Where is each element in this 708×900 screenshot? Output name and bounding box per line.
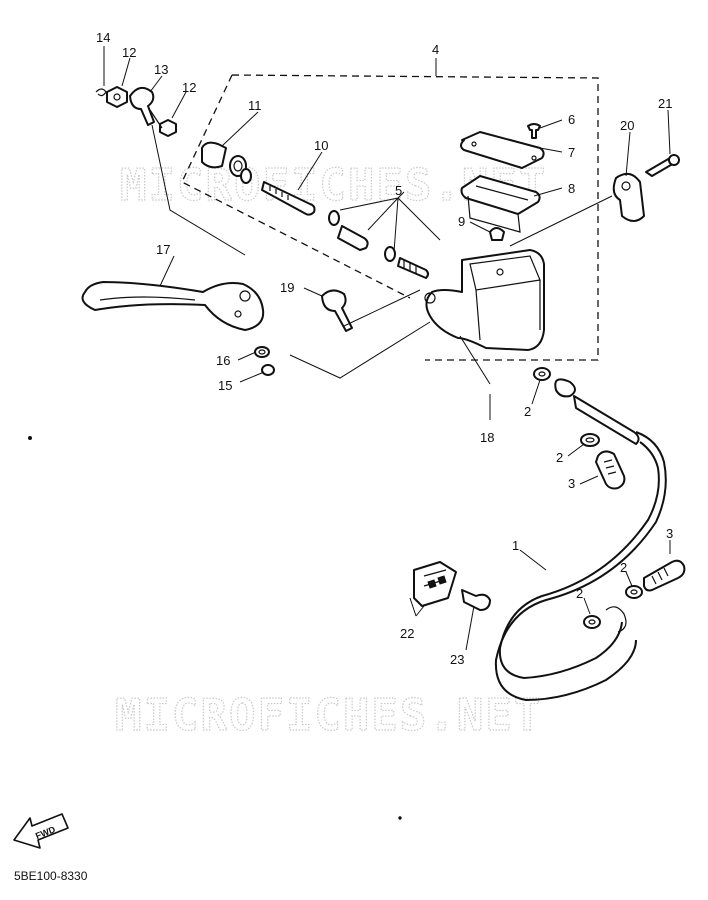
callout-6: 6 — [568, 112, 575, 127]
callout-2-middle: 2 — [556, 450, 563, 465]
callout-9: 9 — [458, 214, 465, 229]
callout-12-left: 12 — [122, 45, 136, 60]
callout-15: 15 — [218, 378, 232, 393]
diaphragm-part — [460, 175, 541, 233]
pivot-bolt-part — [129, 86, 163, 129]
nut-part-right — [159, 119, 177, 137]
screw-part-23 — [461, 589, 491, 611]
washer-part-16 — [254, 346, 270, 358]
clip-part — [95, 88, 107, 97]
callout-13: 13 — [154, 62, 168, 77]
callout-14: 14 — [96, 30, 110, 45]
fwd-arrow-icon: FWD — [13, 813, 69, 849]
washer-part-2d — [625, 585, 643, 599]
callout-16: 16 — [216, 353, 230, 368]
push-rod-part — [261, 181, 316, 216]
bracket-part-20 — [612, 172, 645, 222]
callout-2-upper: 2 — [524, 404, 531, 419]
banjo-bolt-part-lower — [643, 559, 686, 592]
screw-part-6 — [527, 123, 541, 139]
callout-7: 7 — [568, 145, 575, 160]
nut-part-15 — [261, 364, 275, 376]
piston-assembly-part — [328, 210, 429, 279]
clutch-hose-part — [494, 378, 667, 702]
bolt-part-19 — [321, 289, 353, 332]
nut-part-left — [106, 86, 128, 108]
callout-21: 21 — [658, 96, 672, 111]
callout-20: 20 — [620, 118, 634, 133]
watermark-bottom: MICROFICHES.NET — [115, 690, 542, 741]
callout-19: 19 — [280, 280, 294, 295]
drawing-code: 5BE100-8330 — [14, 869, 88, 883]
bracket-to-cylinder-line — [509, 195, 613, 247]
callout-2-right: 2 — [620, 560, 627, 575]
callout-3-lower: 3 — [666, 526, 673, 541]
callout-1: 1 — [512, 538, 519, 553]
reservoir-cap-part — [460, 131, 545, 169]
callout-4: 4 — [432, 42, 439, 57]
callout-5: 5 — [395, 183, 402, 198]
callout-23: 23 — [450, 652, 464, 667]
callout-22: 22 — [400, 626, 414, 641]
leader-22 — [409, 597, 425, 617]
speck — [28, 436, 32, 440]
hose-clamp-part — [413, 561, 457, 607]
callout-17: 17 — [156, 242, 170, 257]
clutch-lever-part — [81, 281, 265, 331]
dust-boot-part — [201, 141, 252, 184]
callout-10: 10 — [314, 138, 328, 153]
callout-8: 8 — [568, 181, 575, 196]
float-part-9 — [489, 227, 505, 241]
callout-2-lower: 2 — [576, 586, 583, 601]
callout-18: 18 — [480, 430, 494, 445]
washer-part-2c — [583, 615, 601, 629]
callout-12-right: 12 — [182, 80, 196, 95]
leader-lines — [103, 46, 671, 651]
leader-18-line — [459, 335, 491, 385]
master-cylinder-body-part — [424, 249, 545, 351]
lever-to-cylinder-line — [289, 321, 431, 379]
callout-3-upper: 3 — [568, 476, 575, 491]
bolt-axis-line — [151, 124, 246, 256]
leader-19 — [343, 289, 421, 327]
bolt-part-21 — [645, 154, 680, 177]
washer-part-2b — [580, 433, 600, 447]
leader-5 — [339, 191, 441, 253]
speck — [398, 816, 402, 820]
master-cylinder-kit-boundary — [181, 74, 599, 361]
callout-11: 11 — [248, 98, 262, 113]
banjo-bolt-part-upper — [595, 450, 626, 490]
washer-part-2a — [533, 367, 551, 381]
